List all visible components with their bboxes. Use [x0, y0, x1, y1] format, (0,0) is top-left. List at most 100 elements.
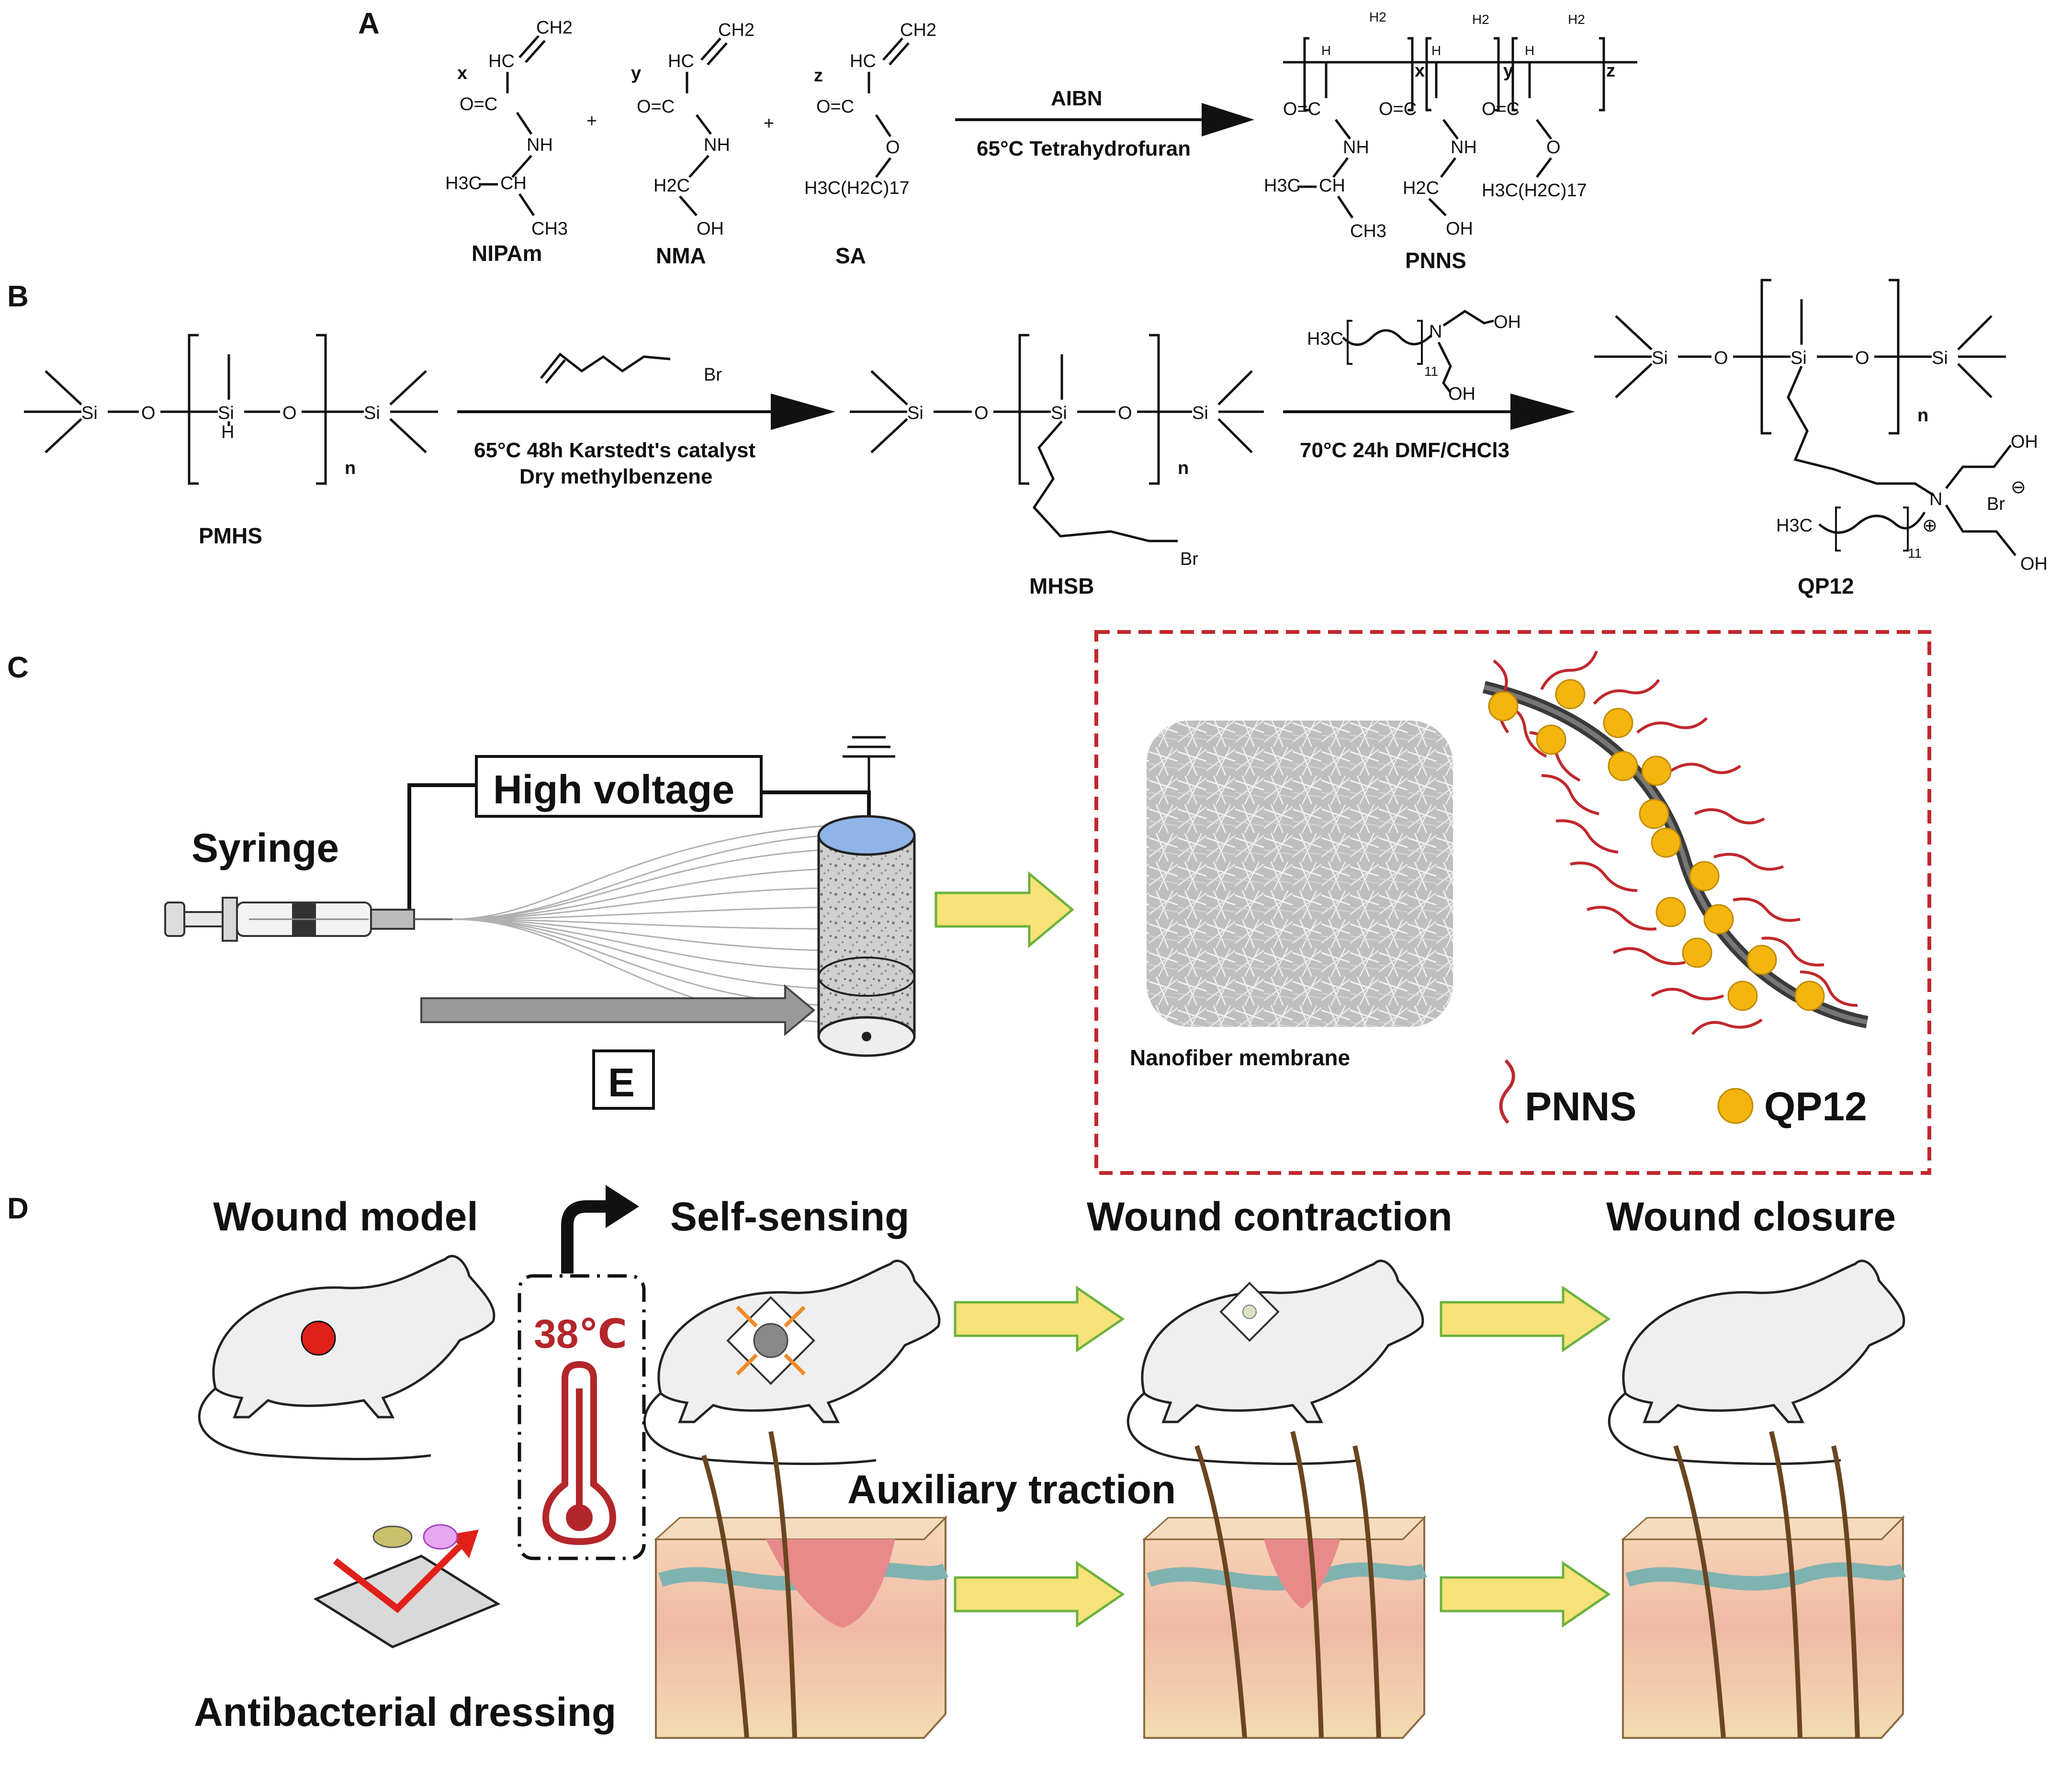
high-voltage-box	[475, 755, 763, 818]
svg-text:H3C: H3C	[1264, 176, 1300, 196]
skin-section-3	[1621, 1431, 1906, 1739]
rat-wound-contraction	[1126, 1260, 1424, 1465]
svg-text:H: H	[1431, 43, 1441, 58]
syringe-icon	[164, 897, 452, 942]
svg-text:CH3: CH3	[1350, 221, 1386, 241]
antibacterial-dressing-label: Antibacterial dressing	[194, 1690, 616, 1735]
fiber-jet	[452, 825, 824, 1023]
svg-text:H: H	[1321, 43, 1331, 58]
svg-text:H2: H2	[1472, 12, 1489, 27]
nma-structure: y CH2 HC O=C NH H2C OH NMA	[631, 20, 754, 268]
panel-d: D Wound model Self-sensing Wound contrac…	[7, 1185, 1906, 1739]
pnns-label: PNNS	[1405, 248, 1466, 273]
arrow-d2	[1440, 1285, 1611, 1353]
sa-structure: z CH2 HC O=C O H3C(H2C)17 SA	[804, 20, 936, 268]
nanofiber-membrane-image	[1147, 721, 1453, 1027]
pmhs-label: PMHS	[199, 523, 262, 548]
panel-c: C High voltage Syringe	[7, 630, 1931, 1175]
svg-text:x: x	[457, 63, 467, 83]
membrane-label: Nanofiber membrane	[1130, 1045, 1350, 1070]
field-arrow	[420, 984, 816, 1037]
svg-text:H3C: H3C	[445, 173, 482, 193]
mhsb-label: MHSB	[1029, 574, 1094, 598]
reaction-arrow-a: AIBN 65°C Tetrahydrofuran	[955, 87, 1254, 160]
antibacterial-dressing-icon	[313, 1524, 501, 1648]
rat-wound-model	[198, 1255, 495, 1460]
svg-text:O: O	[282, 403, 297, 423]
svg-text:OH: OH	[697, 219, 724, 239]
qp12-structure: Si O Si O Si n N OH OH Br ⊖ H3C	[1594, 279, 2048, 598]
arrow-d3	[954, 1561, 1125, 1628]
svg-text:OH: OH	[2011, 432, 2038, 452]
svg-text:y: y	[1503, 61, 1513, 81]
svg-text:O: O	[1118, 403, 1132, 423]
svg-text:CH2: CH2	[900, 20, 936, 40]
panel-label-d: D	[7, 1192, 29, 1225]
svg-text:O=C: O=C	[1283, 99, 1321, 119]
svg-text:CH3: CH3	[531, 219, 568, 239]
svg-text:NH: NH	[1343, 137, 1369, 158]
pmhs-structure: Si O Si H O Si n PMHS	[24, 334, 438, 548]
svg-text:O: O	[886, 137, 900, 158]
e-label-box	[592, 1049, 655, 1110]
svg-text:O: O	[1546, 137, 1561, 158]
svg-text:Si: Si	[218, 403, 234, 423]
temperature-label: 38℃	[534, 1311, 627, 1356]
svg-text:H2: H2	[1568, 12, 1585, 27]
svg-text:OH: OH	[1448, 384, 1475, 404]
panel-a: A x CH2 HC O=C NH H3C CH CH3 NIPAm + y C…	[358, 7, 1637, 273]
svg-text:Br: Br	[1180, 549, 1198, 569]
svg-text:65°C 48h Karstedt's catalyst: 65°C 48h Karstedt's catalyst	[474, 439, 755, 462]
svg-text:H3C: H3C	[1776, 516, 1813, 536]
nipam-label: NIPAm	[472, 241, 542, 266]
svg-text:+: +	[586, 111, 597, 131]
svg-text:x: x	[1415, 61, 1425, 81]
svg-text:Si: Si	[1790, 348, 1807, 368]
svg-text:n: n	[1178, 458, 1189, 478]
composite-fiber	[1482, 650, 1869, 1035]
svg-text:HC: HC	[850, 51, 876, 71]
temperature-box	[518, 1274, 646, 1560]
svg-text:OH: OH	[2020, 554, 2048, 574]
svg-text:n: n	[345, 458, 356, 478]
svg-text:Br: Br	[1987, 494, 2005, 514]
legend-pnns-label: PNNS	[1525, 1084, 1636, 1129]
svg-text:O: O	[1714, 348, 1728, 368]
svg-text:CH: CH	[500, 173, 527, 193]
svg-text:O=C: O=C	[816, 97, 854, 117]
svg-text:O: O	[974, 403, 989, 423]
svg-text:+: +	[764, 113, 774, 134]
process-arrow	[935, 871, 1074, 948]
self-sensing-title: Self-sensing	[670, 1194, 909, 1239]
svg-text:OH: OH	[1494, 312, 1521, 332]
svg-text:Si: Si	[81, 403, 98, 423]
legend-pnns-swatch	[1499, 1059, 1515, 1124]
collector-drum	[817, 815, 916, 1057]
qp12-label: QP12	[1798, 574, 1854, 598]
panel-label-b: B	[7, 280, 29, 313]
svg-text:AIBN: AIBN	[1051, 87, 1103, 110]
svg-text:H: H	[1525, 43, 1534, 58]
arrow-d1	[954, 1285, 1125, 1353]
wound-model-title: Wound model	[213, 1194, 478, 1239]
svg-text:Br: Br	[704, 365, 722, 385]
thermometer-icon	[542, 1361, 617, 1545]
panel-label-a: A	[358, 7, 380, 40]
svg-text:Si: Si	[1192, 403, 1208, 423]
svg-text:O=C: O=C	[1379, 99, 1417, 119]
syringe-label: Syringe	[191, 825, 339, 870]
svg-text:CH2: CH2	[536, 18, 573, 38]
wound-closure-title: Wound closure	[1606, 1194, 1896, 1239]
svg-text:CH: CH	[1319, 176, 1345, 196]
result-box	[1094, 630, 1931, 1175]
svg-text:H3C(H2C)17: H3C(H2C)17	[1482, 180, 1587, 201]
svg-text:O=C: O=C	[1482, 99, 1520, 119]
high-voltage-label: High voltage	[493, 767, 734, 812]
svg-text:HC: HC	[668, 51, 694, 71]
legend-qp12-swatch	[1717, 1088, 1754, 1124]
svg-text:Si: Si	[907, 403, 923, 423]
panel-label-c: C	[7, 651, 29, 684]
svg-text:z: z	[814, 66, 823, 86]
svg-text:H3C(H2C)17: H3C(H2C)17	[804, 178, 910, 198]
